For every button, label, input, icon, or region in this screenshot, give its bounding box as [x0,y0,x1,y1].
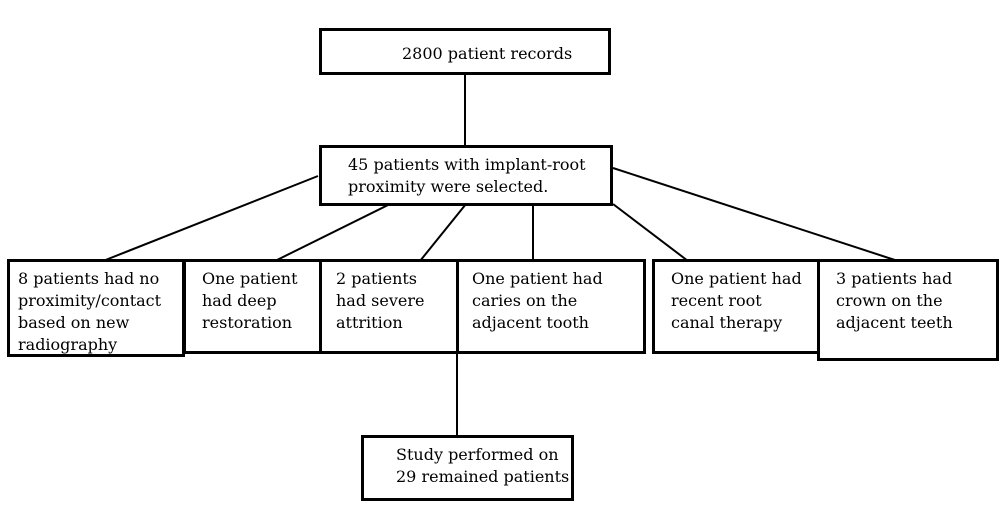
connector-to-no-proximity [102,175,319,262]
node-excl-deep-restoration: One patient had deep restoration [183,259,324,354]
node-selected: 45 patients with implant-root proximity … [319,145,613,206]
node-excl-no-proximity: 8 patients had no proximity/contact base… [7,259,185,357]
node-records: 2800 patient records [319,28,611,75]
connector-to-crown [612,167,899,262]
node-final: Study performed on 29 remained patients [361,435,574,501]
node-excl-crown: 3 patients had crown on the adjacent tee… [817,259,999,361]
node-excl-caries: One patient had caries on the adjacent t… [456,259,646,354]
connector-to-deep-restoration [274,203,391,262]
node-excl-root-canal: One patient had recent root canal therap… [652,259,822,354]
connector-to-root-canal [612,203,689,262]
node-excl-attrition: 2 patients had severe attrition [319,259,460,354]
connector-to-attrition [419,203,467,262]
